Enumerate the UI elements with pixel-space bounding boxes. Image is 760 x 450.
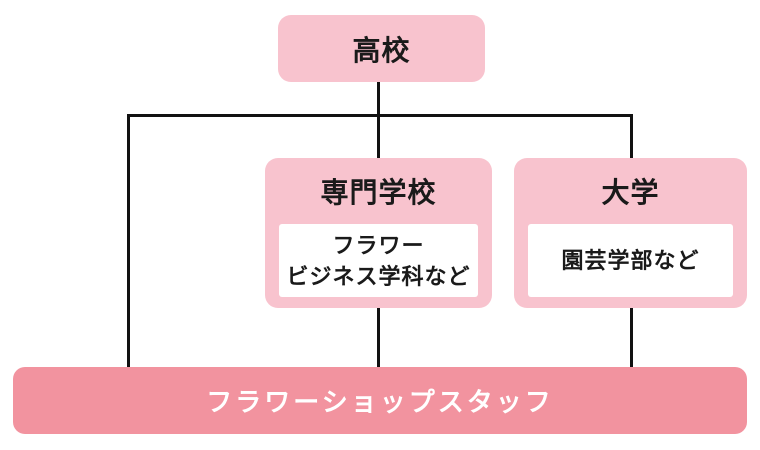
node-university: 大学 園芸学部など: [514, 158, 747, 308]
vocational-department-line: ビジネス学科など: [286, 263, 471, 289]
connector-highschool-down: [377, 80, 380, 160]
connector-left-direct: [127, 114, 130, 367]
connector-vocational-down: [377, 305, 380, 368]
node-high-school: 高校: [278, 15, 485, 82]
connector-branch-horizontal: [127, 114, 633, 117]
vocational-department-line: フラワー: [332, 232, 425, 258]
node-high-school-label: 高校: [352, 34, 411, 66]
connector-university-down: [630, 305, 633, 368]
vocational-department-panel: フラワー ビジネス学科など: [279, 224, 478, 297]
university-department-line: 園芸学部など: [561, 248, 700, 273]
connector-to-university: [630, 114, 633, 160]
node-vocational-school: 専門学校 フラワー ビジネス学科など: [265, 158, 492, 308]
university-department-panel: 園芸学部など: [528, 224, 733, 297]
node-vocational-school-label: 専門学校: [320, 177, 437, 208]
node-university-label: 大学: [601, 177, 660, 208]
career-bar: フラワーショップスタッフ: [13, 367, 747, 434]
career-bar-label: フラワーショップスタッフ: [206, 387, 554, 417]
